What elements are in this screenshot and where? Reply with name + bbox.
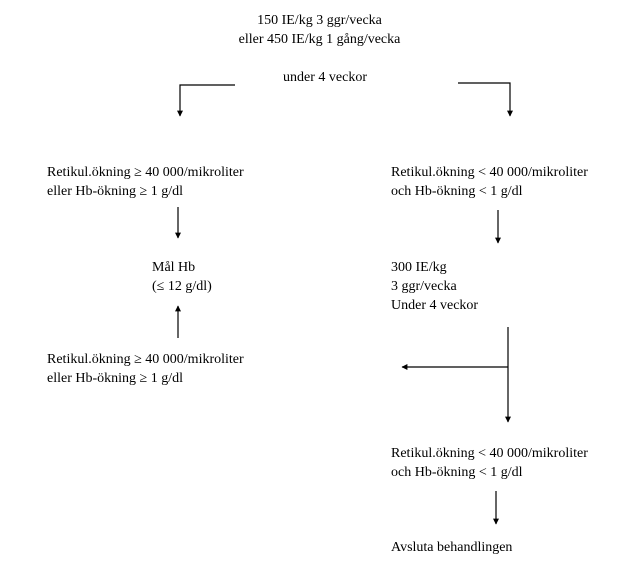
left-top-condition: Retikul.ökning ≥ 40 000/mikroliter eller… [47,163,244,201]
start-dosage-line1: 150 IE/kg 3 ggr/vecka [257,13,382,28]
arrow-start-to-left-branch [177,84,235,117]
right-bottom-line2: och Hb-ökning < 1 g/dl [391,465,523,480]
dose-increase: 300 IE/kg 3 ggr/vecka Under 4 veckor [391,258,478,315]
right-bottom-line1: Retikul.ökning < 40 000/mikroliter [391,446,588,461]
start-dosage-line2: eller 450 IE/kg 1 gång/vecka [238,32,401,47]
start-duration: under 4 veckor [283,70,367,85]
start-dosage: 150 IE/kg 3 ggr/vecka eller 450 IE/kg 1 … [232,11,407,49]
right-top-line2: och Hb-ökning < 1 g/dl [391,184,523,199]
left-bottom-condition: Retikul.ökning ≥ 40 000/mikroliter eller… [47,350,244,388]
right-bottom-condition: Retikul.ökning < 40 000/mikroliter och H… [391,444,588,482]
dose-line3: Under 4 veckor [391,298,479,313]
goal-line1: Mål Hb [152,260,196,275]
end-treatment: Avsluta behandlingen [391,540,513,555]
left-bottom-line1: Retikul.ökning ≥ 40 000/mikroliter [47,352,244,367]
left-top-line1: Retikul.ökning ≥ 40 000/mikroliter [47,165,244,180]
right-top-line1: Retikul.ökning < 40 000/mikroliter [391,165,588,180]
goal-hb: Mål Hb (≤ 12 g/dl) [152,258,212,296]
arrow-start-to-right-branch [458,82,513,117]
goal-line2: (≤ 12 g/dl) [152,279,212,294]
right-top-condition: Retikul.ökning < 40 000/mikroliter och H… [391,163,588,201]
dose-line1: 300 IE/kg [391,260,447,275]
left-bottom-line2: eller Hb-ökning ≥ 1 g/dl [47,371,183,386]
dose-line2: 3 ggr/vecka [391,279,457,294]
left-top-line2: eller Hb-ökning ≥ 1 g/dl [47,184,183,199]
